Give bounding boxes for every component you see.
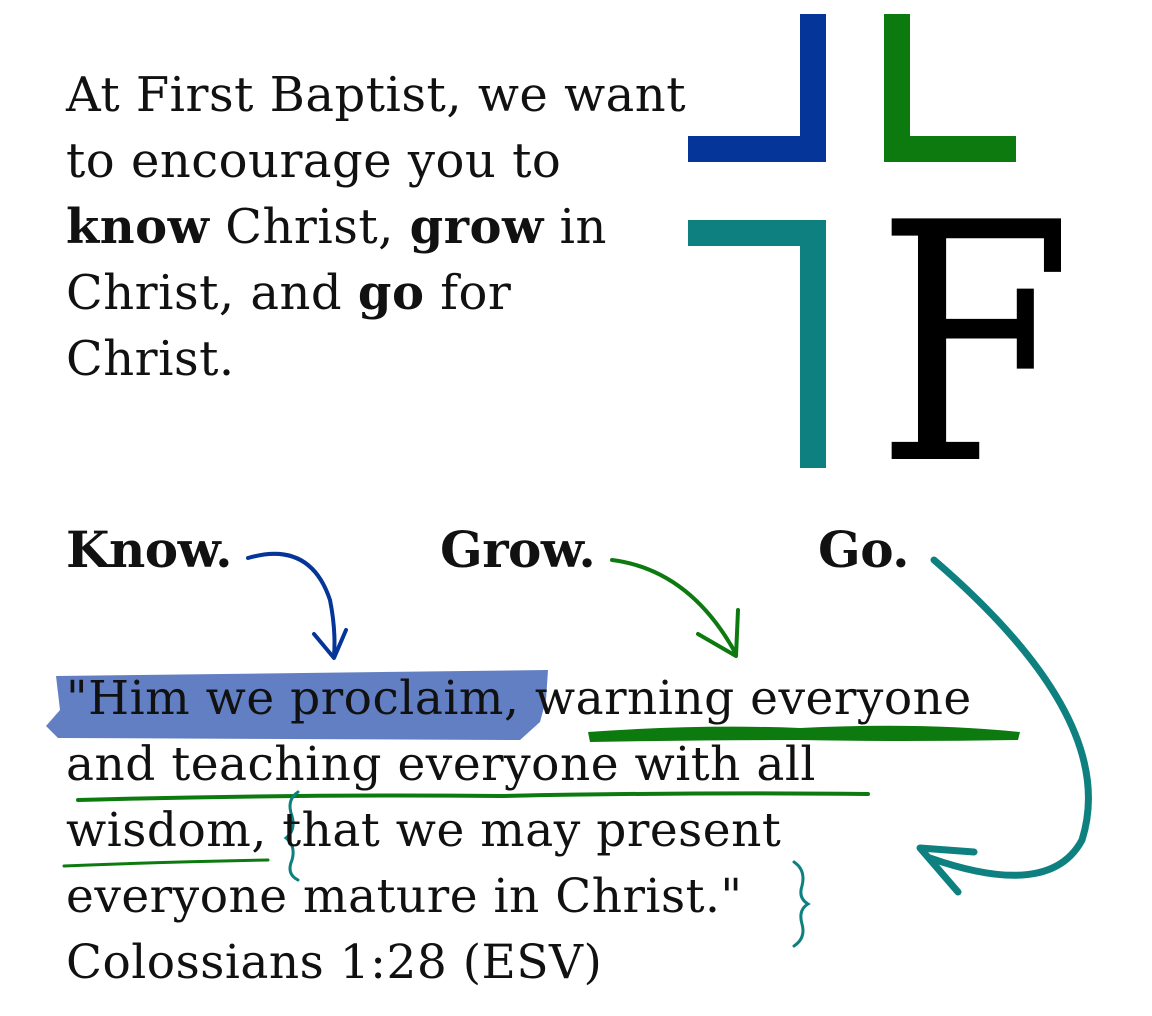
verse-line-2: and teaching everyone with all (66, 737, 816, 792)
teal-brace-2 (792, 860, 811, 948)
intro-paragraph: At First Baptist, we want to encourage y… (66, 62, 686, 392)
green-underline-line1 (588, 725, 1020, 742)
verse-line-1: "Him we proclaim, warning everyone (66, 671, 972, 726)
heading-know: Know. (66, 520, 233, 579)
logo-green-corner (884, 14, 1016, 162)
church-logo (688, 14, 1016, 468)
go-emphasis: go (357, 265, 425, 321)
scripture-verse: "Him we proclaim, warning everyone and t… (66, 666, 1066, 996)
blue-highlight-stroke (46, 670, 548, 740)
logo-blue-corner (688, 14, 826, 162)
verse-line-4: everyone mature in Christ." (66, 869, 743, 924)
logo-letter-f: F (876, 153, 1073, 537)
grow-arrowhead (696, 608, 740, 658)
know-emphasis: know (66, 199, 210, 255)
intro-text-1: At First Baptist, we want to encourage y… (66, 67, 686, 189)
grow-emphasis: grow (409, 199, 544, 255)
heading-go: Go. (818, 520, 910, 579)
intro-text-3: in Christ, and (66, 199, 607, 321)
green-underline-line2 (76, 791, 870, 802)
teal-brace-1 (283, 790, 300, 882)
intro-text-4: for Christ. (66, 265, 512, 387)
know-arrow (246, 551, 337, 658)
heading-grow: Grow. (440, 520, 596, 579)
verse-reference: Colossians 1:28 (ESV) (66, 935, 603, 990)
green-underline-line3 (62, 858, 270, 868)
intro-text-2: Christ, (209, 199, 410, 255)
know-arrowhead (312, 628, 348, 660)
go-arrow (926, 556, 1092, 879)
verse-line-3: wisdom, that we may present (66, 803, 782, 858)
go-arrowhead (916, 844, 978, 896)
grow-arrow (610, 558, 738, 656)
logo-teal-corner (688, 220, 826, 468)
